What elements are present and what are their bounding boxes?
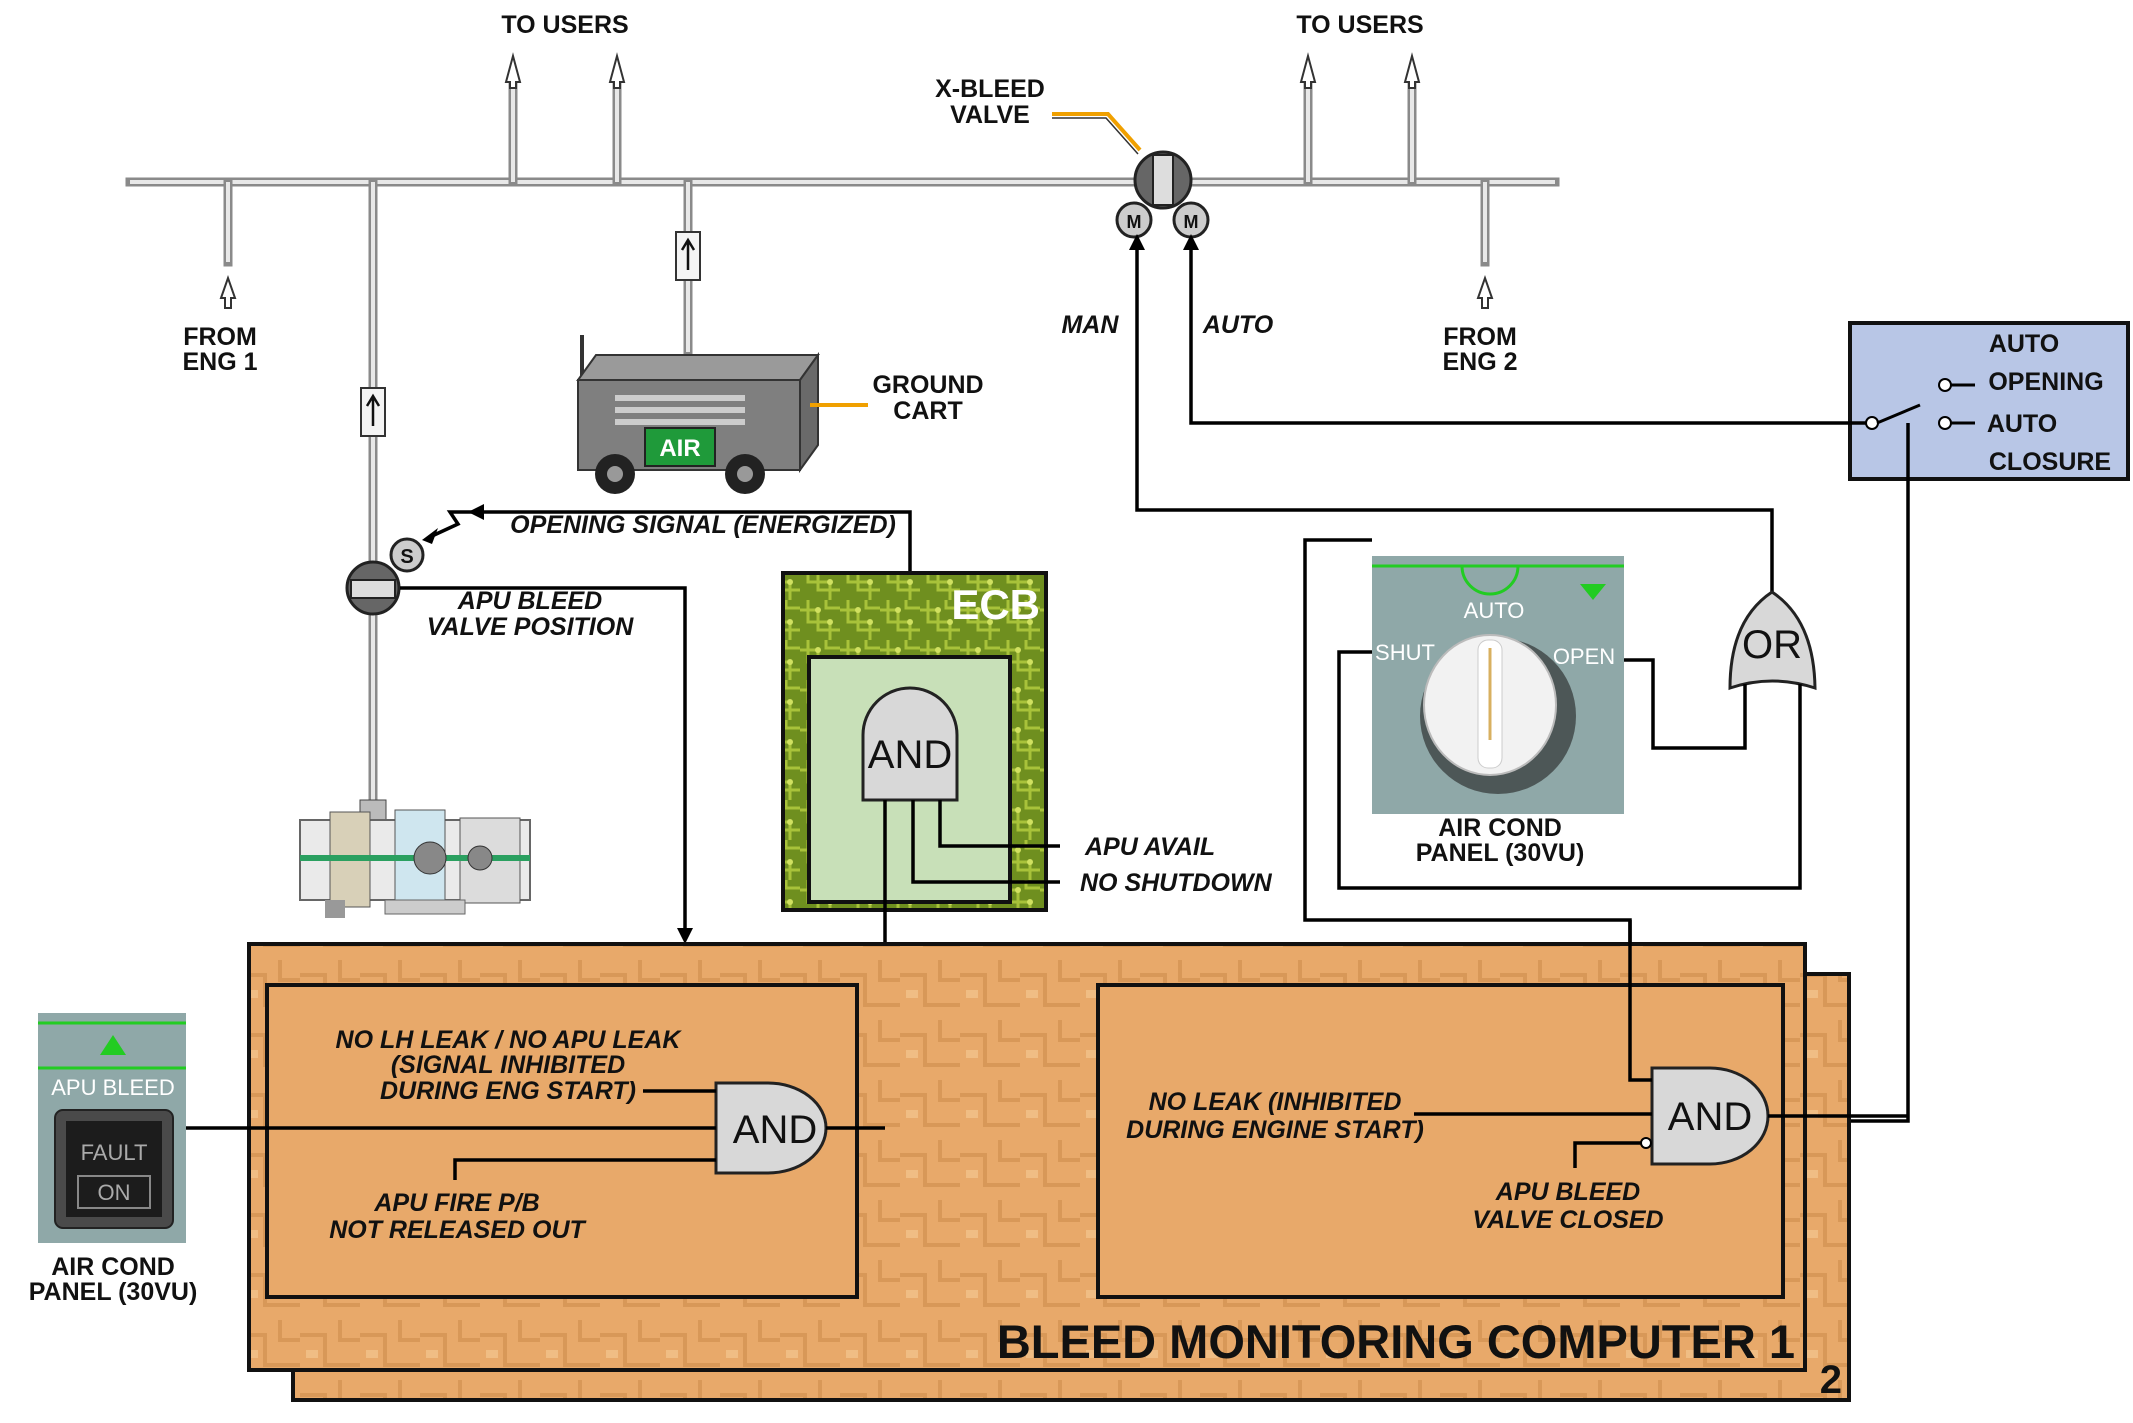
- bleed-monitoring-computer: BLEED MONITORING COMPUTER 1 2: [247, 942, 1851, 1402]
- apu-bleed-panel: APU BLEED FAULT ON: [38, 1013, 186, 1243]
- to-users-arrows: [219, 52, 1494, 309]
- from-eng1-line1: FROM: [183, 323, 257, 351]
- apu-bleed-triangle-icon: [100, 1035, 126, 1055]
- auto-box-auto: AUTO: [1989, 330, 2059, 358]
- no-shutdown-label: NO SHUTDOWN: [1080, 869, 1273, 897]
- apu-closed-input-wire: [1573, 1141, 1641, 1168]
- auto-xbleed-logic-box: AUTO OPENING AUTO CLOSURE: [1848, 321, 2130, 481]
- xbleed-label-line1: X-BLEED: [935, 75, 1045, 103]
- ecb-and-label: AND: [868, 733, 952, 777]
- xbleed-leader: [1052, 112, 1142, 152]
- man-control-wire: [1135, 240, 1774, 602]
- selector-input-wire: [1628, 920, 1652, 1082]
- from-eng2-line2: ENG 2: [1442, 348, 1517, 376]
- air-cond-right-line1: AIR COND: [1438, 814, 1562, 842]
- no-lh-leak-line1: NO LH LEAK / NO APU LEAK: [336, 1026, 683, 1054]
- bmc-right-no-leak-line1: NO LEAK (INHIBITED: [1149, 1088, 1402, 1116]
- auto-label: AUTO: [1202, 311, 1274, 339]
- apu-bleed-valve: S: [345, 537, 425, 616]
- motor-left-label: M: [1127, 212, 1142, 232]
- ground-cart-line2: CART: [893, 397, 962, 425]
- apu-valve-position-line2: VALVE POSITION: [427, 613, 634, 641]
- air-cond-panel-xbleed-selector: AUTO SHUT OPEN: [1372, 556, 1624, 814]
- auto-box-closure: CLOSURE: [1989, 448, 2111, 476]
- no-shutdown-wire: [911, 800, 1060, 884]
- apu-avail-label: APU AVAIL: [1084, 833, 1215, 861]
- check-valve-ground-cart: [675, 231, 701, 281]
- apu-bleed-panel-title: APU BLEED: [51, 1075, 175, 1100]
- motor-right-label: M: [1184, 212, 1199, 232]
- apu-bleed-closed-line2: VALVE CLOSED: [1472, 1206, 1663, 1234]
- no-lh-leak-line2: (SIGNAL INHIBITED: [391, 1051, 625, 1079]
- apu-bleed-closed-line1: APU BLEED: [1495, 1178, 1640, 1206]
- indicator-triangle-icon: [1580, 584, 1606, 600]
- bmc-right-no-leak-line2: DURING ENGINE START): [1126, 1116, 1424, 1144]
- fault-legend: FAULT: [81, 1140, 148, 1165]
- apu-fire-line1: APU FIRE P/B: [373, 1189, 539, 1217]
- ground-cart-line1: GROUND: [872, 371, 983, 399]
- bmc-left-and-label: AND: [733, 1108, 817, 1152]
- bmc-right-and-label: AND: [1668, 1095, 1752, 1139]
- xbleed-valve: M M: [1115, 150, 1210, 239]
- air-label: AIR: [659, 435, 700, 462]
- solenoid-label: S: [400, 546, 413, 568]
- auto-box-opening: OPENING: [1988, 368, 2103, 396]
- xbleed-label-line2: VALVE: [950, 101, 1030, 129]
- ground-cart-icon: AIR: [576, 335, 868, 494]
- or-gate: OR: [1728, 590, 1817, 691]
- from-eng1-line2: ENG 1: [182, 348, 257, 376]
- no-lh-leak-line3: DURING ENG START): [380, 1077, 636, 1105]
- air-cond-right-line2: PANEL (30VU): [1416, 839, 1585, 867]
- bmc-left-and-gate: AND: [714, 1081, 828, 1175]
- ecb-and-gate: AND: [861, 686, 959, 802]
- or-input-b-wire: [1337, 650, 1802, 890]
- apu-avail-wire: [938, 800, 1060, 848]
- man-label: MAN: [1062, 311, 1120, 339]
- knob-open-label: OPEN: [1553, 644, 1615, 669]
- knob-shut-label: SHUT: [1375, 640, 1435, 665]
- apu-fire-input-wire: [453, 1158, 716, 1180]
- to-users-left-label: TO USERS: [501, 11, 628, 39]
- or-input-a-wire: [1620, 658, 1747, 750]
- on-legend: ON: [98, 1180, 131, 1205]
- auto-control-wire: [1189, 240, 1866, 425]
- or-label: OR: [1742, 623, 1802, 667]
- valve-position-wire: [400, 586, 687, 930]
- apu-valve-position-line1: APU BLEED: [457, 587, 602, 615]
- motor-left-icon: [1115, 201, 1153, 239]
- knob-auto-label: AUTO: [1464, 598, 1525, 623]
- air-cond-left-line1: AIR COND: [51, 1253, 175, 1281]
- bmc-right-and-gate: AND: [1640, 1066, 1770, 1166]
- opening-signal-label: OPENING SIGNAL (ENERGIZED): [510, 511, 896, 539]
- ecb-label: ECB: [951, 581, 1040, 628]
- bmc-title: BLEED MONITORING COMPUTER 1: [997, 1315, 1795, 1368]
- solenoid-icon: [389, 537, 425, 573]
- apu-fire-line2: NOT RELEASED OUT: [329, 1216, 587, 1244]
- air-cond-left-line2: PANEL (30VU): [29, 1278, 198, 1306]
- apu-engine-icon: [299, 799, 531, 918]
- check-valve-apu: [360, 387, 386, 437]
- from-eng2-line1: FROM: [1443, 323, 1517, 351]
- inverter-bubble-icon: [1640, 1137, 1652, 1149]
- auto-box-auto2: AUTO: [1987, 410, 2057, 438]
- to-users-right-label: TO USERS: [1296, 11, 1423, 39]
- bmc-number: 2: [1820, 1358, 1842, 1402]
